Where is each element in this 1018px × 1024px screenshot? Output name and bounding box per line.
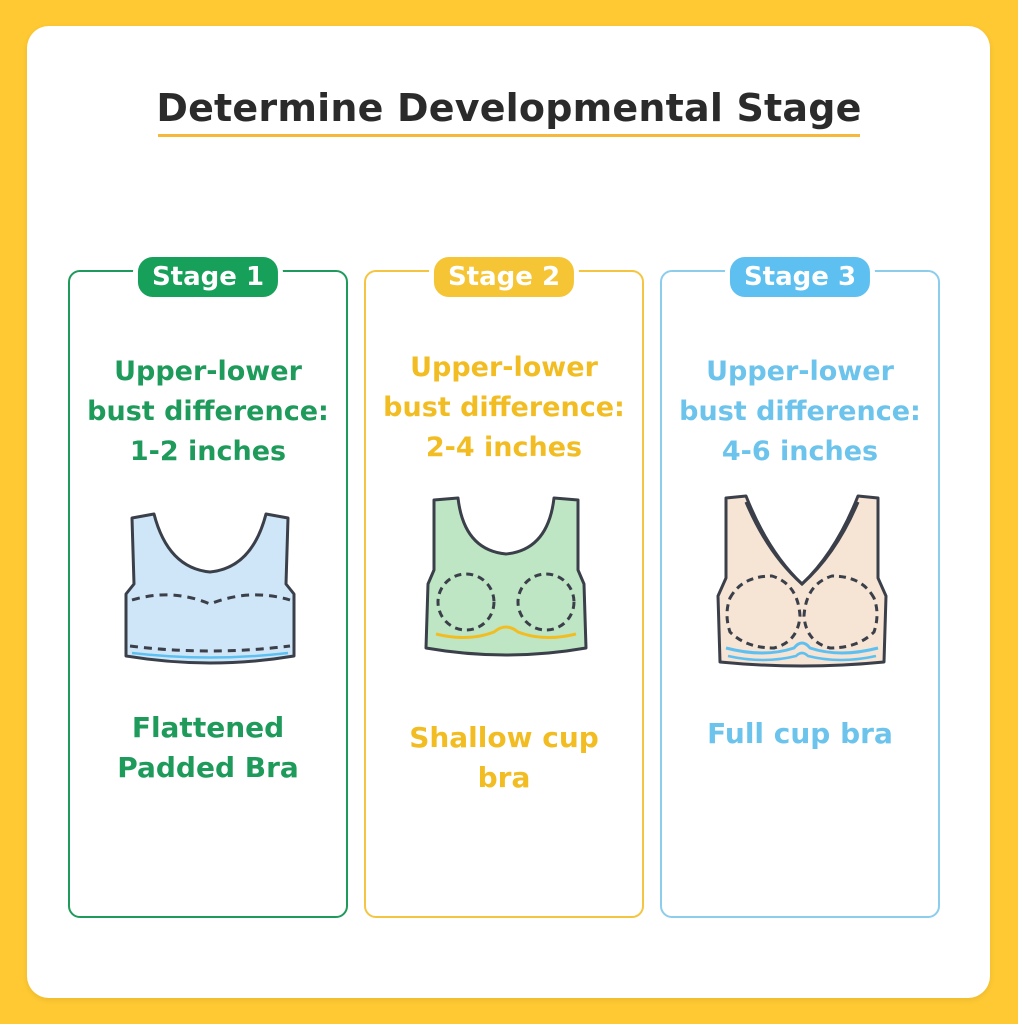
desc-line: Upper-lower [706,356,894,387]
desc-line: 1-2 inches [129,436,287,467]
desc-line: Upper-lower [114,356,302,387]
desc-line: bust difference: [87,396,329,427]
desc-line: bust difference: [679,396,921,427]
desc-line: bust difference: [383,392,625,423]
stage-card-1: Stage 1 Upper-lower bust difference: 1-2… [68,252,348,918]
desc-line: Upper-lower [410,352,598,383]
bra-line: bra [477,761,531,794]
bra-type-label: Full cup bra [662,714,938,754]
bust-difference-text: Upper-lower bust difference: 2-4 inches [366,348,642,468]
bust-difference-text: Upper-lower bust difference: 4-6 inches [662,352,938,472]
page-title: Determine Developmental Stage [156,86,862,130]
shallow-cup-bra-icon [424,496,588,657]
title-underline [158,134,860,137]
stage-card-2: Stage 2 Upper-lower bust difference: 2-4… [364,252,644,918]
bra-line: Shallow cup [409,721,599,754]
full-cup-bra-icon [716,494,888,668]
bra-line: Flattened [131,711,285,744]
bra-type-label: Shallow cup bra [366,718,642,798]
stage-badge: Stage 1 [132,252,284,302]
flattened-padded-bra-icon [124,512,296,665]
bra-type-label: Flattened Padded Bra [70,708,346,788]
stage-badge: Stage 2 [428,252,580,302]
bra-line: Padded Bra [117,751,299,784]
desc-line: 2-4 inches [425,432,583,463]
bra-line: Full cup bra [707,717,893,750]
bust-difference-text: Upper-lower bust difference: 1-2 inches [70,352,346,472]
stage-card-3: Stage 3 Upper-lower bust difference: 4-6… [660,252,940,918]
desc-line: 4-6 inches [721,436,879,467]
stage-badge: Stage 3 [724,252,876,302]
